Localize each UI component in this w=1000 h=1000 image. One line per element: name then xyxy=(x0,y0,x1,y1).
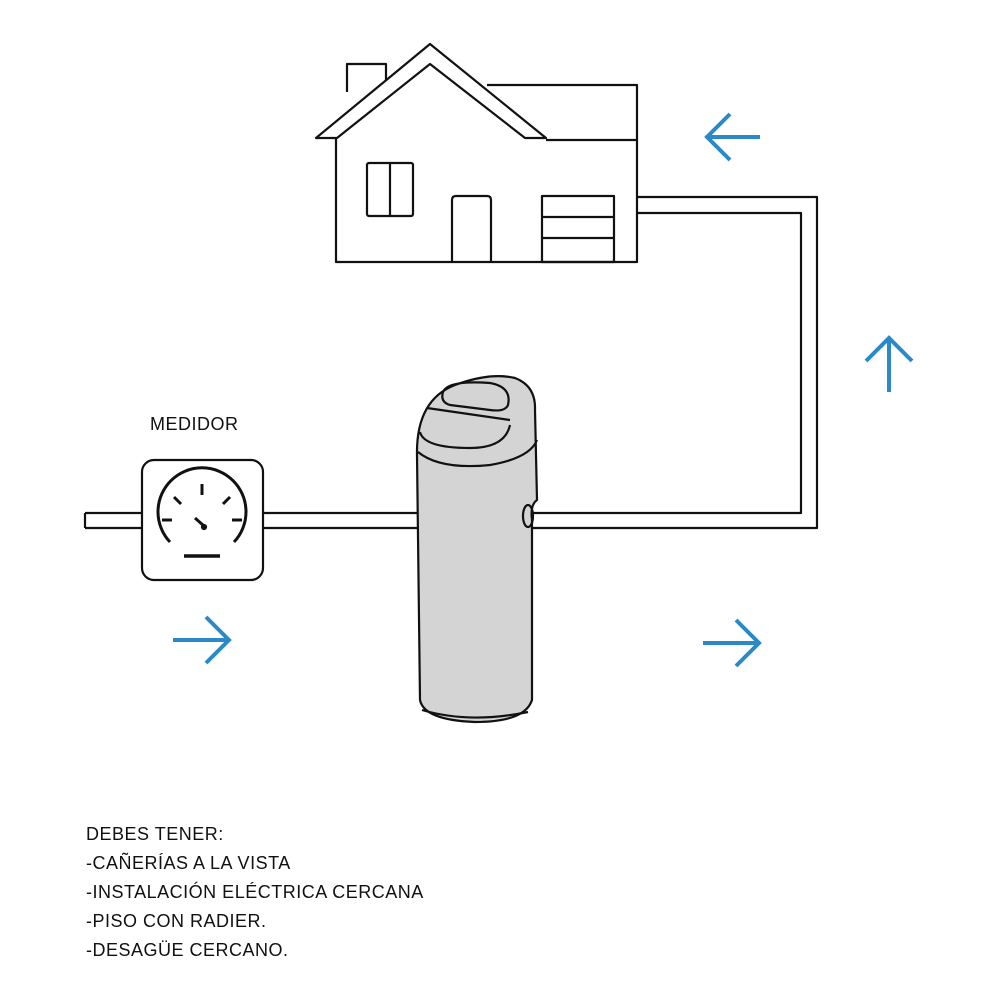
arrow-left-icon xyxy=(704,112,760,162)
water-softener-icon xyxy=(415,375,539,724)
requirements-list: DEBES TENER: -CAÑERÍAS A LA VISTA -INSTA… xyxy=(86,820,424,965)
requirement-item: -DESAGÜE CERCANO. xyxy=(86,940,289,960)
house-icon xyxy=(314,42,639,264)
requirements-title: DEBES TENER: xyxy=(86,824,224,844)
arrow-up-icon xyxy=(864,335,914,392)
meter-label: MEDIDOR xyxy=(150,414,239,434)
requirement-item: -INSTALACIÓN ELÉCTRICA CERCANA xyxy=(86,882,424,902)
requirement-item: -PISO CON RADIER. xyxy=(86,911,267,931)
pipe xyxy=(83,195,819,530)
requirement-item: -CAÑERÍAS A LA VISTA xyxy=(86,853,291,873)
arrow-right-icon xyxy=(173,615,232,665)
water-meter-icon xyxy=(140,458,265,582)
arrow-right-icon xyxy=(703,618,762,668)
